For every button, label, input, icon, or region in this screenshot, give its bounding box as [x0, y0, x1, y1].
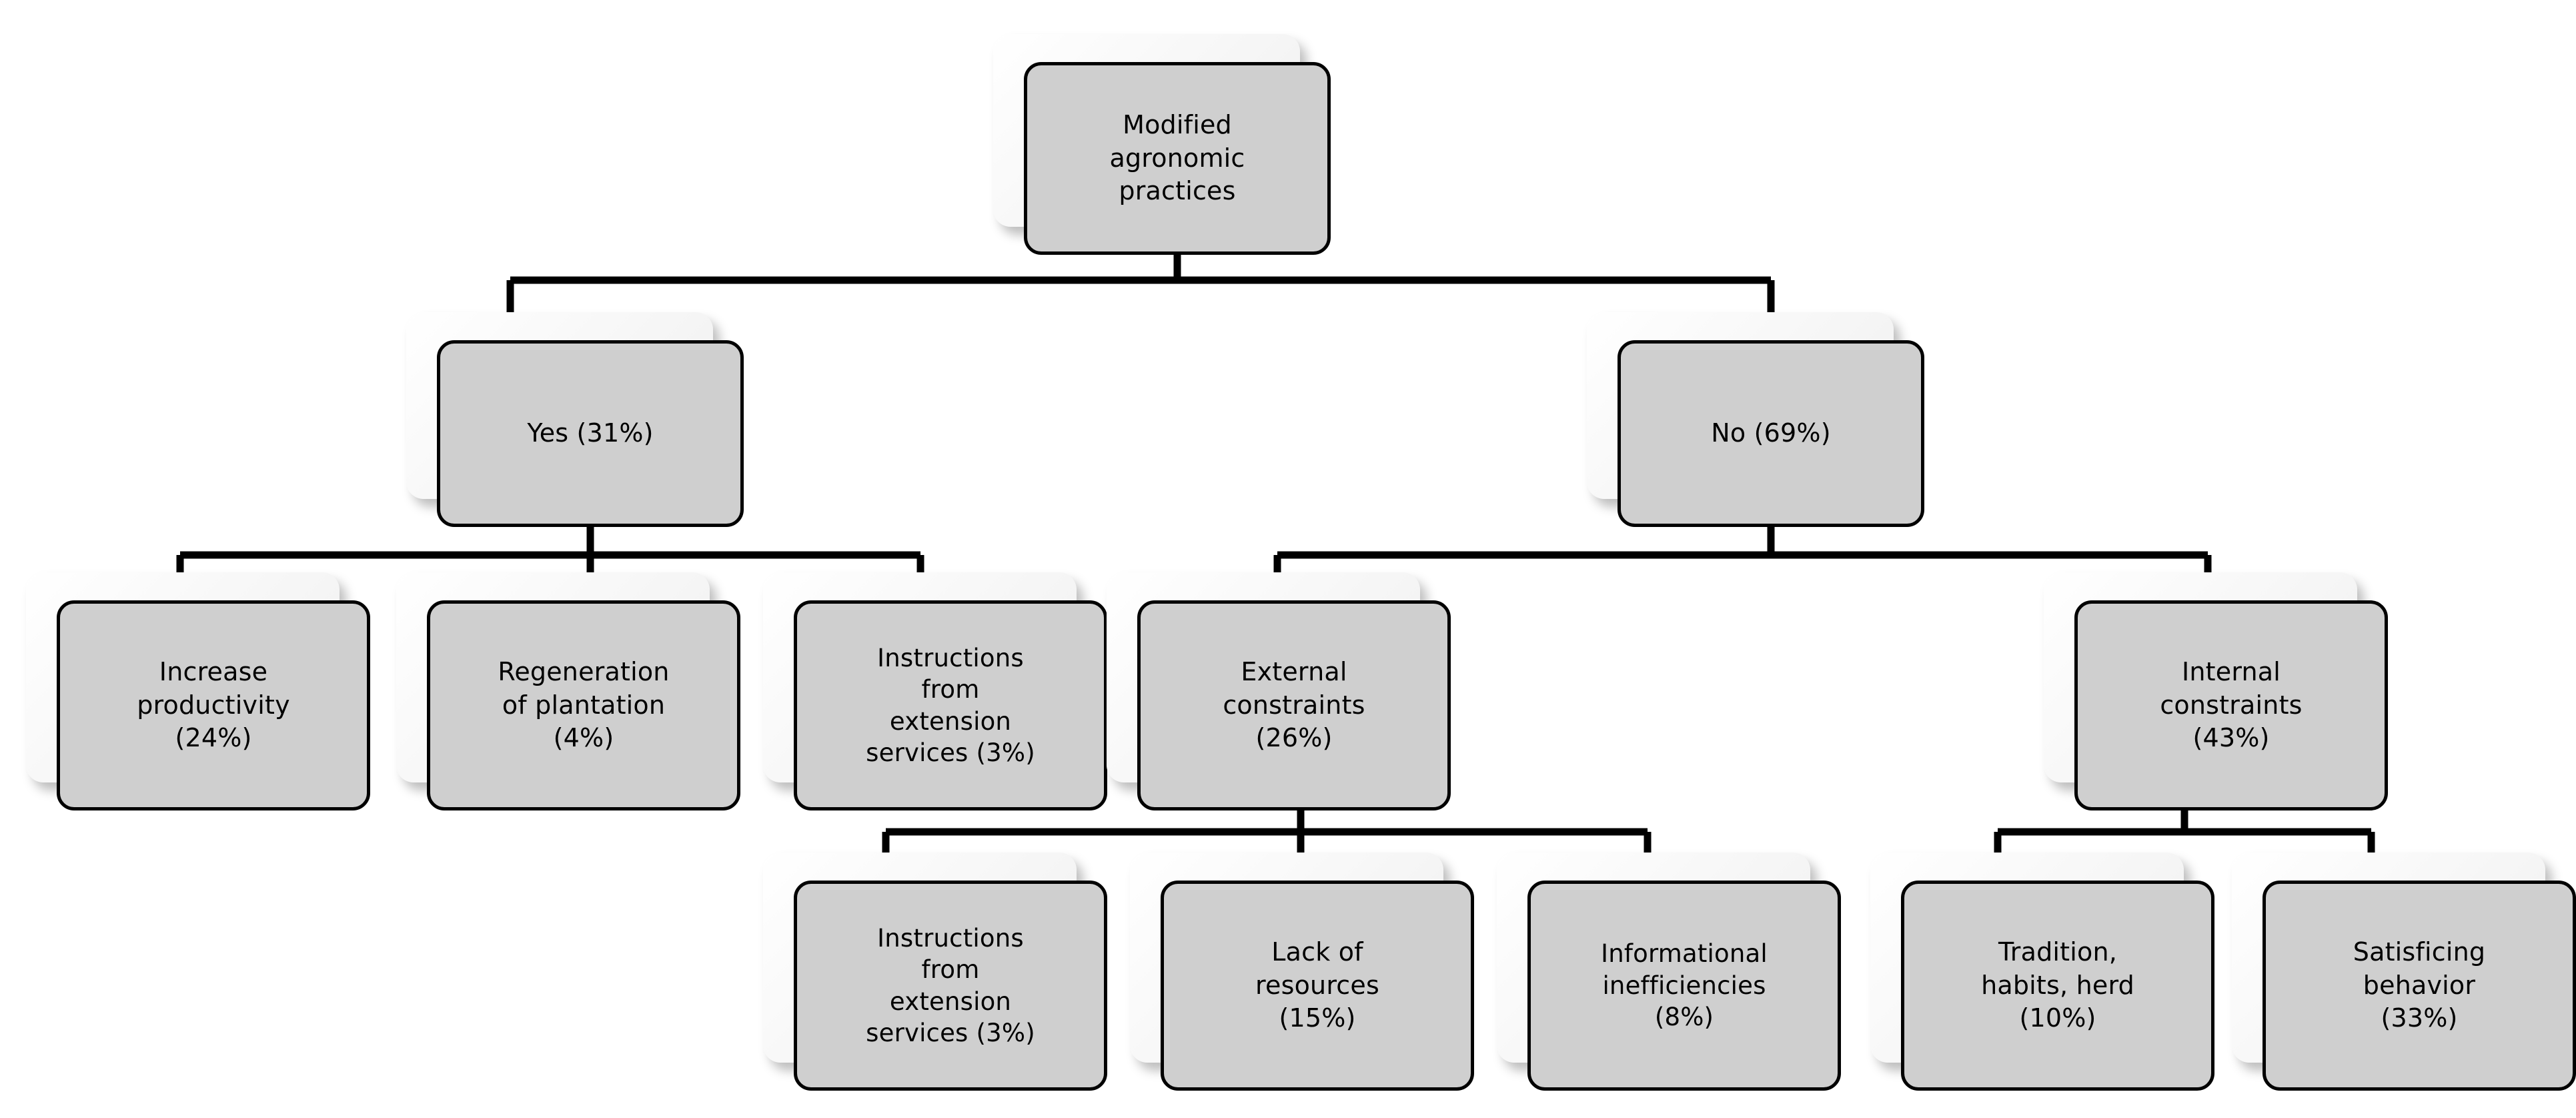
node-label: No (69%): [1711, 418, 1831, 448]
node-internal-constraints[interactable]: Internal constraints (43%): [2044, 572, 2388, 810]
node-satisficing-behavior[interactable]: Satisficing behavior (33%): [2232, 853, 2576, 1091]
node-face: Satisficing behavior (33%): [2263, 881, 2576, 1091]
node-tradition-habits-herd[interactable]: Tradition, habits, herd (10%): [1870, 853, 2214, 1091]
node-face: Increase productivity (24%): [57, 600, 370, 810]
node-face: Modified agronomic practices: [1024, 62, 1331, 255]
node-instructions-extension-yes[interactable]: Instructions from extension services (3%…: [763, 572, 1107, 810]
node-label: Modified agronomic practices: [1109, 110, 1245, 206]
node-lack-of-resources[interactable]: Lack of resources (15%): [1130, 853, 1474, 1091]
node-label: Regeneration of plantation (4%): [498, 657, 670, 753]
node-label: Informational inefficiencies (8%): [1601, 939, 1768, 1032]
node-face: Instructions from extension services (3%…: [794, 881, 1107, 1091]
node-face: No (69%): [1618, 340, 1924, 527]
node-label: Internal constraints (43%): [2160, 657, 2303, 753]
node-face: External constraints (26%): [1137, 600, 1451, 810]
node-root[interactable]: Modified agronomic practices: [993, 34, 1331, 255]
node-instructions-extension-external[interactable]: Instructions from extension services (3%…: [763, 853, 1107, 1091]
node-label: Increase productivity (24%): [137, 657, 290, 753]
node-face: Regeneration of plantation (4%): [427, 600, 740, 810]
node-face: Informational inefficiencies (8%): [1527, 881, 1841, 1091]
node-label: Tradition, habits, herd (10%): [1981, 937, 2134, 1033]
node-no[interactable]: No (69%): [1587, 312, 1924, 527]
node-label: External constraints (26%): [1223, 657, 1365, 753]
node-informational-inefficiencies[interactable]: Informational inefficiencies (8%): [1497, 853, 1841, 1091]
node-regeneration-of-plantation[interactable]: Regeneration of plantation (4%): [396, 572, 740, 810]
node-face: Internal constraints (43%): [2074, 600, 2388, 810]
node-label: Instructions from extension services (3%…: [866, 923, 1035, 1047]
node-label: Satisficing behavior (33%): [2353, 937, 2486, 1033]
node-label: Lack of resources (15%): [1255, 937, 1379, 1033]
node-face: Instructions from extension services (3%…: [794, 600, 1107, 810]
node-face: Lack of resources (15%): [1161, 881, 1474, 1091]
node-label: Yes (31%): [527, 418, 654, 448]
node-yes[interactable]: Yes (31%): [406, 312, 744, 527]
node-label: Instructions from extension services (3%…: [866, 643, 1035, 767]
node-external-constraints[interactable]: External constraints (26%): [1107, 572, 1451, 810]
node-face: Tradition, habits, herd (10%): [1901, 881, 2214, 1091]
node-increase-productivity[interactable]: Increase productivity (24%): [26, 572, 370, 810]
node-face: Yes (31%): [437, 340, 744, 527]
